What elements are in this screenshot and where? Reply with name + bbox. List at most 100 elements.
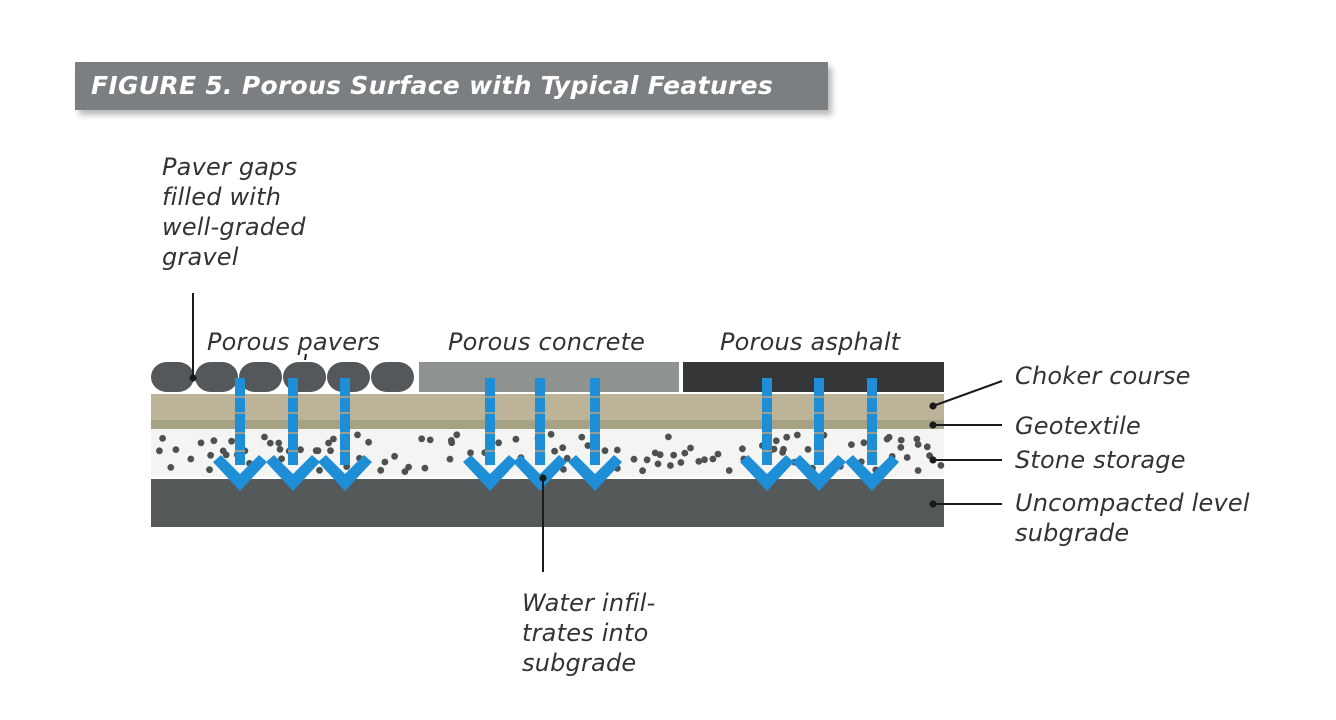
- water-arrow: [845, 378, 899, 491]
- paver-block: [371, 362, 414, 392]
- stone-dot: [275, 439, 283, 447]
- stone-dot: [687, 444, 694, 452]
- arrow-shaft: [235, 378, 245, 465]
- stone-dot: [228, 437, 236, 445]
- stone-dot: [654, 460, 662, 468]
- stone-dot: [639, 467, 646, 475]
- stone-dot: [772, 437, 780, 445]
- stone-dot: [467, 449, 474, 457]
- stone-dot: [327, 447, 334, 455]
- stone-dot: [739, 445, 746, 453]
- water-arrow: [318, 378, 372, 491]
- layer-choker: [151, 394, 944, 420]
- water-arrow: [740, 378, 794, 491]
- stone-dot: [793, 431, 801, 439]
- stone-dot: [860, 439, 868, 447]
- stone-dot: [314, 447, 322, 455]
- stone-dot: [551, 447, 558, 455]
- stone-dot: [391, 452, 398, 460]
- stone-dot: [725, 467, 733, 474]
- arrow-shaft: [340, 378, 350, 465]
- stone-dot: [297, 446, 304, 454]
- arrow-head: [568, 455, 622, 491]
- arrow-head: [740, 455, 794, 491]
- stone-dot: [677, 459, 685, 466]
- stone-aggregate: [156, 430, 945, 475]
- layer-geotextile: [151, 420, 944, 429]
- stone-dot: [316, 466, 323, 474]
- stone-dot: [897, 436, 905, 444]
- stone-dot: [210, 437, 218, 445]
- stone-dot: [656, 451, 664, 459]
- stone-dot: [559, 444, 567, 452]
- stone-dot: [172, 446, 180, 453]
- layer-label-stone: Stone storage: [1015, 446, 1186, 474]
- stone-dot: [261, 433, 268, 441]
- stone-dot: [401, 468, 409, 475]
- stone-dot: [783, 433, 791, 441]
- arrow-head: [266, 455, 320, 491]
- callout-paver-gaps: Paver gaps filled with well-graded grave…: [162, 153, 306, 271]
- water-arrows: [213, 378, 899, 491]
- stone-dot: [426, 436, 434, 444]
- water-arrow: [513, 378, 567, 491]
- porous-concrete-slab: [419, 362, 679, 392]
- stone-dot: [560, 466, 567, 473]
- leader-choker: [929, 380, 1003, 410]
- arrow-shaft: [762, 378, 772, 465]
- arrow-shaft: [288, 378, 298, 465]
- figure-title: FIGURE 5. Porous Surface with Typical Fe…: [91, 71, 774, 100]
- water-arrow: [568, 378, 622, 491]
- leader-lines: [189, 293, 1003, 572]
- stone-dot: [276, 445, 284, 453]
- leader-water: [539, 474, 547, 572]
- stone-dot: [563, 454, 571, 462]
- stone-dot: [903, 454, 911, 461]
- stone-dot: [418, 435, 426, 443]
- stone-dot: [601, 447, 609, 455]
- leader-dot: [929, 456, 937, 464]
- leader-pavers-label: [304, 353, 307, 361]
- layer-label-geotextile: Geotextile: [1015, 412, 1141, 440]
- stone-dot: [365, 438, 372, 446]
- stone-dot: [681, 449, 689, 457]
- layer-subgrade: [151, 479, 944, 527]
- stone-dot: [377, 466, 385, 474]
- water-arrow: [463, 378, 517, 491]
- arrow-shaft: [535, 378, 545, 465]
- stone-dot: [937, 462, 945, 469]
- stone-dot: [914, 467, 922, 474]
- surface-label-asphalt: Porous asphalt: [720, 328, 901, 356]
- arrow-shaft: [590, 378, 600, 465]
- leader-line: [304, 353, 307, 361]
- arrow-head: [463, 455, 517, 491]
- stone-dot: [665, 433, 672, 441]
- stone-dot: [156, 447, 163, 455]
- stone-dot: [446, 455, 454, 463]
- stone-dot: [354, 431, 361, 439]
- layer-label-subgrade: Uncompacted level subgrade: [1015, 489, 1250, 547]
- surface-row: [151, 362, 944, 392]
- leader-dot: [929, 402, 937, 410]
- stone-dot: [897, 444, 905, 451]
- stone-dot: [883, 435, 891, 443]
- callout-water: Water infil- trates into subgrade: [522, 589, 656, 677]
- stone-dot: [207, 451, 215, 459]
- stone-dot: [848, 441, 855, 448]
- stone-dot: [405, 463, 412, 471]
- surface-label-pavers: Porous pavers: [207, 328, 380, 356]
- arrow-shaft: [867, 378, 877, 465]
- leader-paver-gaps: [189, 293, 197, 382]
- surface-label-concrete: Porous concrete: [448, 328, 646, 356]
- arrow-head: [845, 455, 899, 491]
- stone-dot: [167, 464, 175, 471]
- leader-dot: [189, 374, 197, 382]
- stone-dot: [330, 435, 337, 443]
- stone-dot: [804, 446, 812, 453]
- stone-dot: [780, 445, 787, 453]
- stone-dot: [670, 451, 678, 459]
- leader-dot: [929, 421, 937, 429]
- paver-block: [239, 362, 282, 392]
- stone-dot: [447, 437, 455, 444]
